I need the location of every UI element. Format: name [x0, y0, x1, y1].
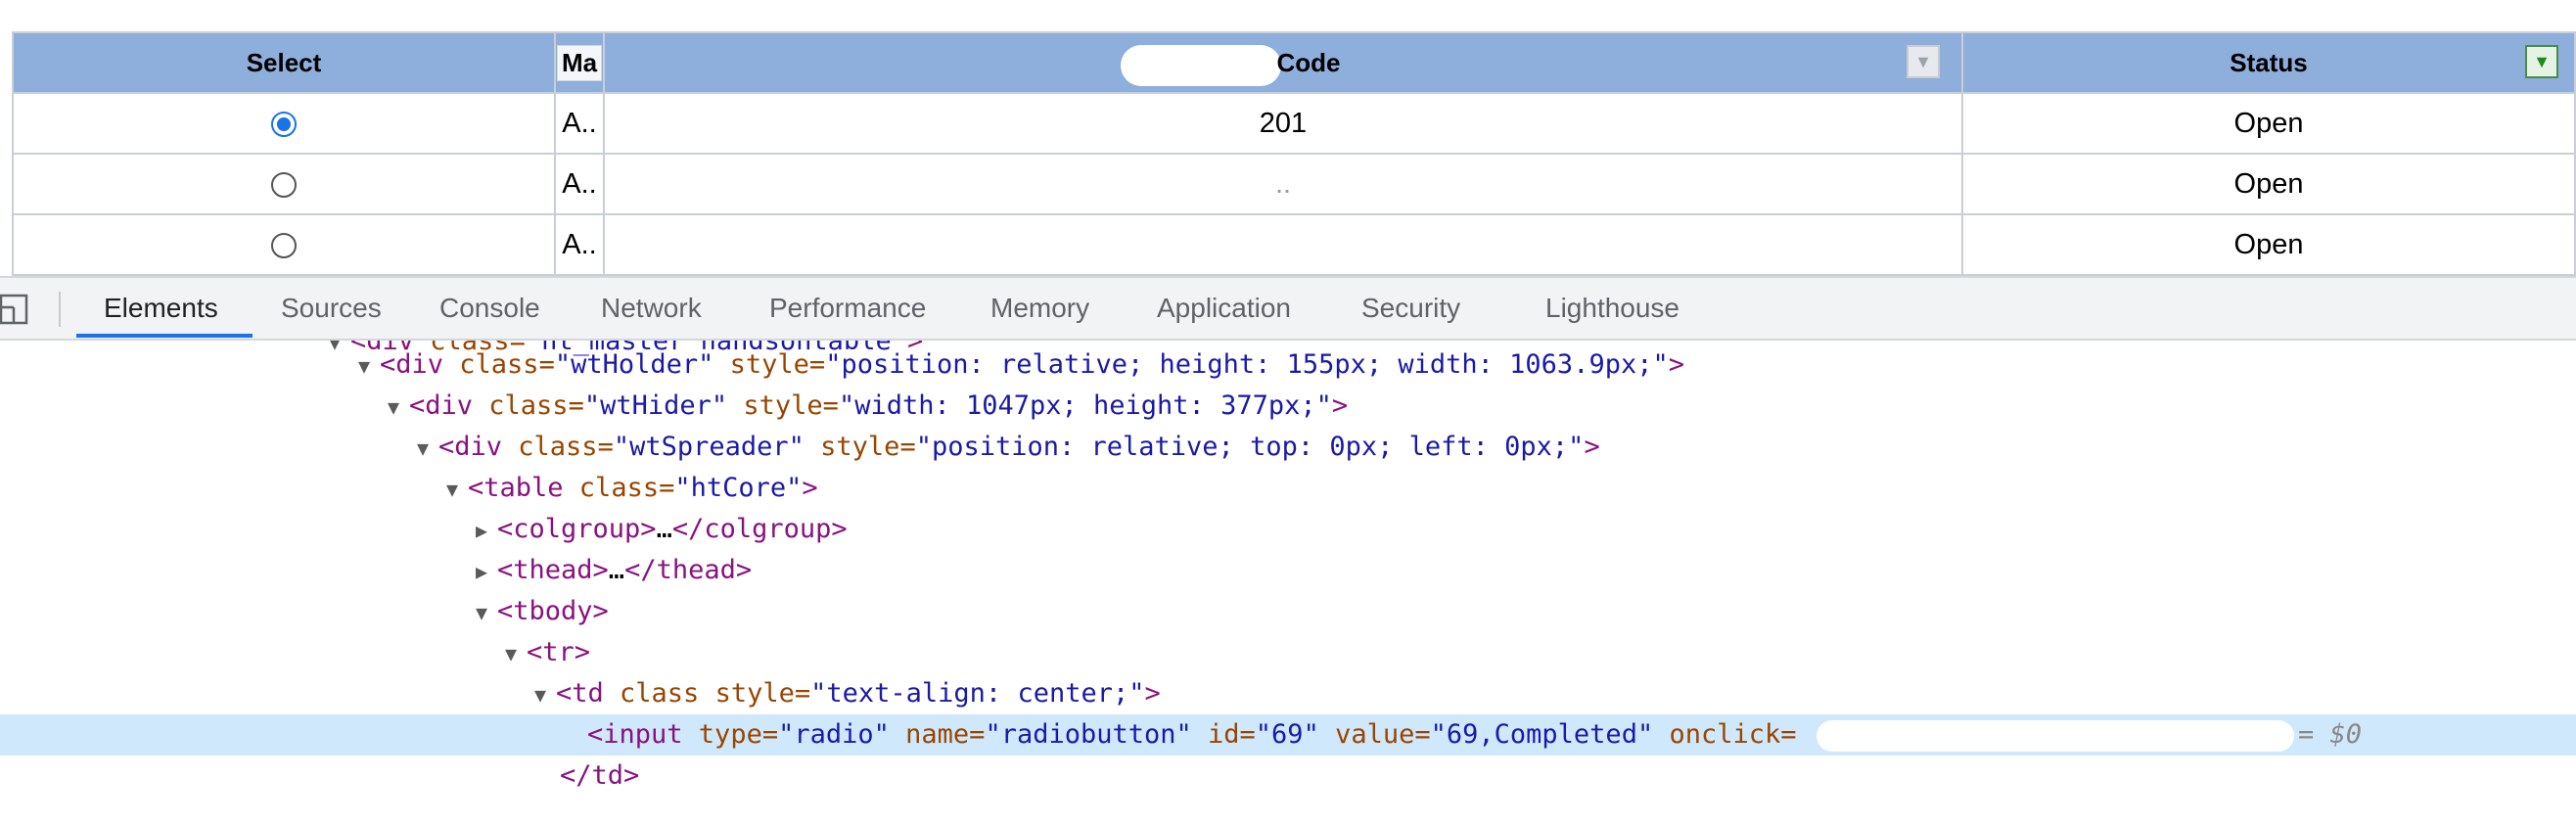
code-cell[interactable]: 201 [603, 92, 1963, 155]
dom-node-line[interactable]: ▼<tr> [0, 632, 2576, 673]
status-cell[interactable]: Open [1961, 153, 2576, 215]
dom-node-line[interactable]: ▼<div class="ht_master handsontable"> [0, 341, 2576, 362]
devtools-tab-bar: Elements Sources Console Network Perform… [0, 276, 2576, 341]
tab-separator [59, 292, 61, 327]
tab-lighthouse[interactable]: Lighthouse [1545, 293, 1680, 323]
elements-dom-tree: ▼<div class="ht_master handsontable"> ▼<… [0, 341, 2576, 824]
redacted-mask [1121, 45, 1281, 86]
dom-node-line[interactable]: ▼<div class="wtSpreader" style="position… [0, 427, 2576, 468]
spreadsheet-area: Select Ma Code ▼ Status ▼ A.. 201 Open [0, 0, 2576, 276]
ma-cell[interactable]: A.. [554, 213, 605, 276]
tab-elements[interactable]: Elements [104, 293, 218, 323]
dom-node-line[interactable]: ▼<div class="wtHider" style="width: 1047… [0, 386, 2576, 427]
table-row: A.. Open [12, 213, 2576, 276]
active-tab-indicator [76, 334, 253, 338]
code-cell[interactable] [603, 213, 1963, 276]
expand-triangle-icon[interactable]: ▼ [329, 341, 342, 354]
data-grid: Select Ma Code ▼ Status ▼ A.. 201 Open [12, 31, 2576, 276]
ma-cell[interactable]: A.. [554, 153, 605, 215]
dom-node-line[interactable]: ▼<table class="htCore"> [0, 468, 2576, 509]
expand-triangle-icon[interactable]: ▼ [358, 354, 371, 378]
tab-network[interactable]: Network [601, 293, 702, 323]
dom-node-line[interactable]: </td> [560, 760, 640, 791]
header-code[interactable]: Code ▼ [603, 31, 1963, 94]
dom-node-line[interactable]: ▶<thead>…</thead> [0, 550, 2576, 591]
tab-memory[interactable]: Memory [990, 293, 1090, 323]
header-ma[interactable]: Ma [554, 31, 605, 94]
row-radio-button[interactable] [271, 111, 297, 137]
tab-application[interactable]: Application [1157, 293, 1291, 323]
expand-triangle-icon[interactable]: ▼ [534, 683, 547, 707]
dom-node-line[interactable]: ▼<td class style="text-align: center;"> [0, 673, 2576, 714]
row-radio-button[interactable] [271, 232, 297, 258]
expand-triangle-icon[interactable]: ▼ [417, 436, 430, 460]
filter-triangle-icon[interactable]: ▼ [2525, 45, 2558, 78]
status-cell[interactable]: Open [1961, 92, 2576, 155]
tab-sources[interactable]: Sources [281, 293, 382, 323]
collapsed-triangle-icon[interactable]: ▶ [476, 560, 488, 583]
grid-header-row: Select Ma Code ▼ Status ▼ [12, 31, 2576, 94]
expand-triangle-icon[interactable]: ▼ [505, 642, 518, 665]
tab-console[interactable]: Console [439, 293, 540, 323]
expand-triangle-icon[interactable]: ▼ [476, 601, 488, 624]
dom-node-line[interactable]: ▶<colgroup>…</colgroup> [0, 509, 2576, 550]
select-cell[interactable] [12, 213, 556, 276]
tab-security[interactable]: Security [1361, 293, 1461, 323]
code-cell[interactable]: .. [603, 153, 1963, 215]
header-status[interactable]: Status ▼ [1961, 31, 2576, 94]
dock-side-icon[interactable] [0, 294, 29, 325]
table-row: A.. 201 Open [12, 92, 2576, 155]
tab-performance[interactable]: Performance [769, 293, 927, 323]
expand-triangle-icon[interactable]: ▼ [446, 478, 459, 501]
dom-node-line[interactable]: ▼<tbody> [0, 591, 2576, 632]
status-cell[interactable]: Open [1961, 213, 2576, 276]
dom-node-line-selected[interactable]: <input type="radio" name="radiobutton" i… [0, 714, 2576, 755]
select-cell[interactable] [12, 92, 556, 155]
collapsed-triangle-icon[interactable]: ▶ [476, 519, 488, 542]
table-row: A.. .. Open [12, 153, 2576, 215]
filter-triangle-icon[interactable]: ▼ [1907, 45, 1940, 78]
redacted-mask [1173, 156, 1417, 190]
select-cell[interactable] [12, 153, 556, 215]
header-select[interactable]: Select [12, 31, 556, 94]
expand-triangle-icon[interactable]: ▼ [388, 395, 400, 419]
ma-cell[interactable]: A.. [554, 92, 605, 155]
dom-node-line[interactable]: ▼<div class="wtHolder" style="position: … [0, 344, 2576, 386]
redacted-mask [1817, 720, 2294, 752]
row-radio-button[interactable] [271, 171, 297, 198]
